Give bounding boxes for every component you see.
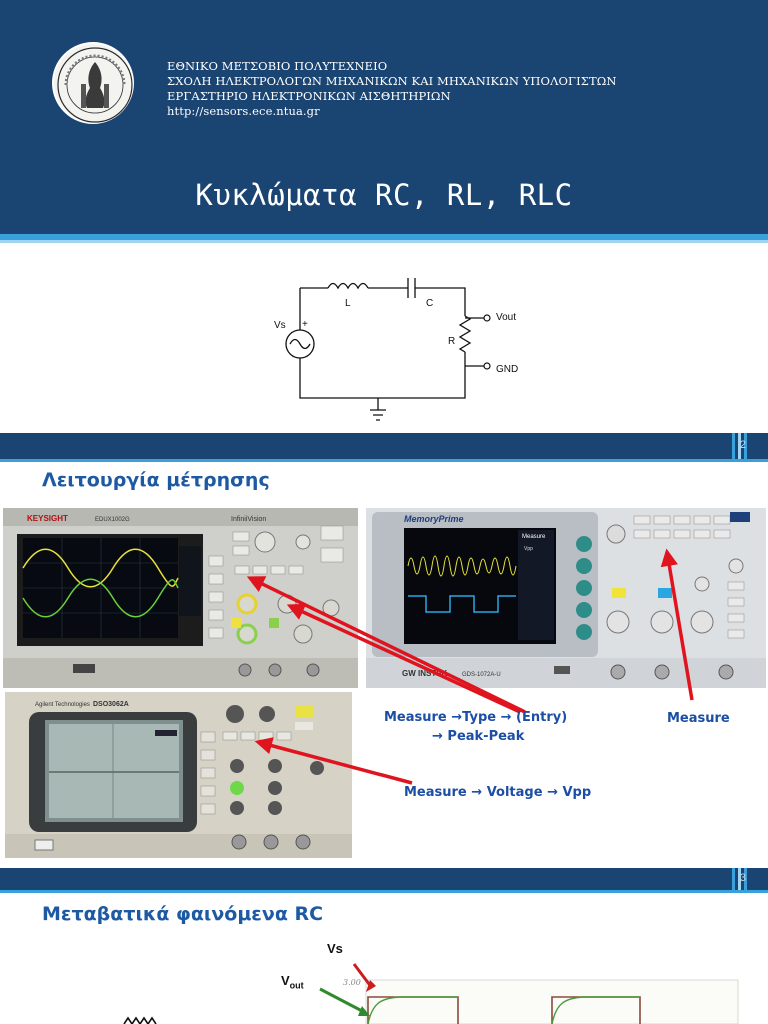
page-number: 3 bbox=[739, 872, 746, 884]
accent-stripe bbox=[0, 234, 768, 240]
scope3-model: DSO3062A bbox=[93, 701, 129, 708]
scope2-vendor: GW INSTEK bbox=[402, 669, 448, 678]
annotation-keysight: Measure →Type → (Entry) → Peak-Peak bbox=[384, 708, 567, 746]
label-plus: + bbox=[302, 319, 308, 330]
label-r: R bbox=[448, 336, 455, 347]
scope2-model: GDS-1072A-U bbox=[462, 672, 501, 678]
annotation-agilent: Measure → Voltage → Vpp bbox=[404, 785, 592, 800]
label-vout: Vout bbox=[281, 973, 304, 991]
scope2-measure-menu: Measure bbox=[522, 534, 546, 540]
institution-line: ΣΧΟΛΗ ΗΛΕΚΤΡΟΛΟΓΩΝ ΜΗΧΑΝΙΚΩΝ ΚΑΙ ΜΗΧΑΝΙΚ… bbox=[167, 74, 617, 88]
university-seal-icon bbox=[52, 42, 134, 124]
institution-line: ΕΡΓΑΣΤΗΡΙΟ ΗΛΕΚΤΡΟΝΙΚΩΝ ΑΙΣΘΗΤΗΡΙΩΝ bbox=[167, 89, 451, 103]
rlc-circuit-diagram: Vs + L C R Vout GND bbox=[274, 278, 518, 421]
label-vs: Vs bbox=[274, 320, 286, 331]
label-vout-sub: out bbox=[289, 980, 304, 991]
instek-oscilloscope-photo: MemoryPrime Measure Vpp G bbox=[366, 508, 766, 688]
slide1-title: Κυκλώματα RC, RL, RLC bbox=[195, 178, 573, 212]
label-vs: Vs bbox=[327, 941, 343, 956]
institution-url[interactable]: http://sensors.ece.ntua.gr bbox=[167, 104, 320, 118]
vout-curve bbox=[551, 996, 640, 1024]
label-gnd: GND bbox=[496, 364, 518, 375]
annotation-line: Measure →Type → (Entry) bbox=[384, 710, 568, 725]
arrow-vs-head bbox=[366, 980, 376, 992]
label-c: C bbox=[426, 298, 433, 309]
resistor bbox=[458, 315, 472, 353]
institution-info: ΕΘΝΙΚΟ ΜΕΤΣΟΒΙΟ ΠΟΛΥΤΕΧΝΕΙΟ ΣΧΟΛΗ ΗΛΕΚΤΡ… bbox=[167, 59, 617, 119]
label-vout-main: V bbox=[281, 973, 290, 988]
accent-stripe bbox=[0, 459, 768, 462]
slide1-header: ΕΘΝΙΚΟ ΜΕΤΣΟΒΙΟ ΠΟΛΥΤΕΧΝΕΙΟ ΣΧΟΛΗ ΗΛΕΚΤΡ… bbox=[0, 0, 768, 234]
arrow-vout bbox=[319, 987, 365, 1014]
scope2-vpp: Vpp bbox=[524, 546, 533, 552]
scope1-model: EDUX1002G bbox=[95, 517, 130, 523]
agilent-oscilloscope-photo: Agilent Technologies DSO3062A bbox=[5, 692, 352, 858]
annotation-line: → Peak-Peak bbox=[432, 729, 525, 744]
slide2-top-bar: 2 bbox=[0, 433, 768, 459]
label-l: L bbox=[345, 298, 351, 309]
vout-curve bbox=[367, 996, 458, 1024]
arrow-keysight-type bbox=[286, 603, 521, 714]
arrow-vout-head bbox=[358, 1006, 370, 1016]
slide3-top-bar: 3 bbox=[0, 868, 768, 890]
institution-line: ΕΘΝΙΚΟ ΜΕΤΣΟΒΙΟ ΠΟΛΥΤΕΧΝΕΙΟ bbox=[167, 59, 388, 73]
accent-stripe bbox=[0, 890, 768, 893]
scope1-series: InfiniiVision bbox=[231, 516, 266, 523]
bar-decoration bbox=[732, 433, 747, 459]
page-number: 2 bbox=[739, 439, 746, 451]
accent-stripe bbox=[0, 240, 768, 243]
axis-tick: 3.00 bbox=[343, 978, 361, 987]
slide3-title: Μεταβατικά φαινόμενα RC bbox=[42, 903, 324, 925]
inductor bbox=[327, 282, 369, 290]
arrow-keysight-measure bbox=[246, 576, 526, 714]
arrow-instek-measure bbox=[660, 548, 694, 701]
scope2-brand: MemoryPrime bbox=[404, 514, 464, 524]
resistor-symbol bbox=[123, 1016, 157, 1024]
rc-transient-plot: 3.00 bbox=[123, 963, 739, 1024]
bar-decoration bbox=[732, 868, 747, 890]
scope1-brand: KEYSIGHT bbox=[27, 514, 68, 523]
annotation-instek: Measure bbox=[667, 711, 730, 726]
slide2-title: Λειτουργία μέτρησης bbox=[42, 469, 270, 491]
scope3-brand: Agilent Technologies bbox=[35, 702, 90, 708]
arrow-agilent-measure bbox=[254, 737, 413, 785]
label-vout: Vout bbox=[496, 312, 516, 323]
keysight-oscilloscope-photo: KEYSIGHT EDUX1002G InfiniiVision bbox=[3, 508, 358, 688]
